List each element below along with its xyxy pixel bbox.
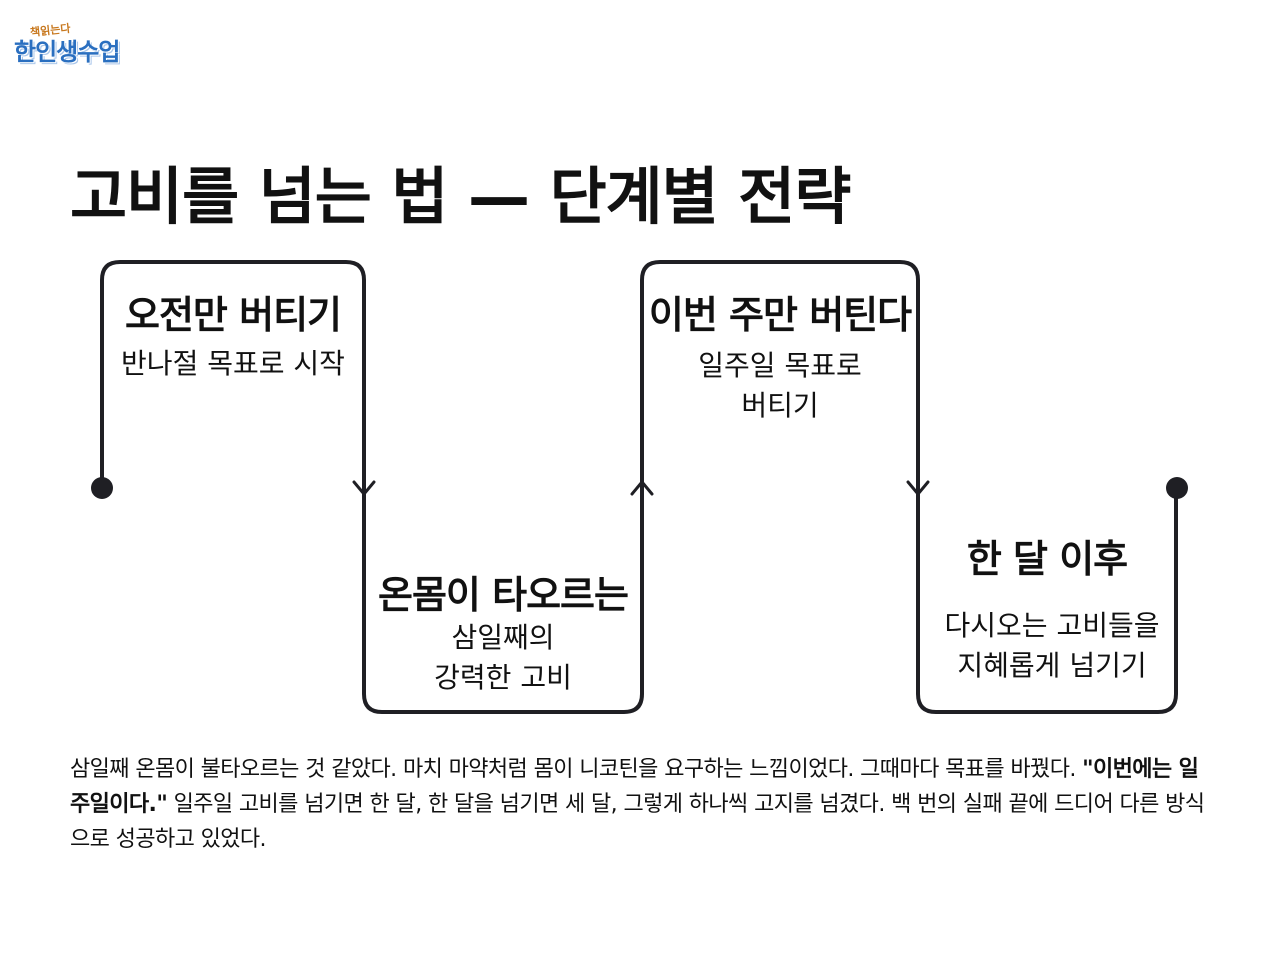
step-2-desc: 삼일째의 강력한 고비 [364, 618, 642, 698]
step-4-desc-line-2: 지혜롭게 넘기기 [957, 649, 1147, 682]
paragraph-part-1: 삼일째 온몸이 불타오르는 것 같았다. 마치 마약처럼 몸이 니코틴을 요구하… [70, 757, 1083, 782]
step-3-title: 이번 주만 버틴다 [648, 293, 912, 337]
logo-main-text: 한인생수업 [14, 38, 120, 66]
paragraph-emphasis: "이번에는 일주일이다." [70, 757, 1199, 817]
step-3-desc-line-2: 버티기 [741, 389, 819, 422]
flow-start-dot [91, 477, 113, 499]
step-1-title: 오전만 버티기 [125, 293, 342, 337]
arrow-up-icon [630, 480, 654, 496]
arrow-down-icon [906, 480, 930, 496]
page-title: 고비를 넘는 법 — 단계별 전략 [70, 160, 851, 233]
paragraph-part-2: 일주일 고비를 넘기면 한 달, 한 달을 넘기면 세 달, 그렇게 하나씩 고… [70, 792, 1205, 852]
step-3-desc-line-1: 일주일 목표로 [698, 349, 862, 382]
arrow-down-icon [352, 480, 376, 496]
body-paragraph: 삼일째 온몸이 불타오르는 것 같았다. 마치 마약처럼 몸이 니코틴을 요구하… [70, 752, 1210, 857]
step-4-title: 한 달 이후 [966, 537, 1128, 581]
step-1-desc-line-1: 반나절 목표로 시작 [121, 347, 345, 380]
step-3-desc: 일주일 목표로 버티기 [642, 346, 918, 426]
step-4-desc-line-1: 다시오는 고비들을 [944, 609, 1160, 642]
flow-path [100, 260, 1178, 714]
step-2-desc-line-2: 강력한 고비 [434, 661, 572, 694]
logo: 책읽는다 한인생수업 [14, 22, 124, 68]
flow-end-dot [1166, 477, 1188, 499]
step-1-desc: 반나절 목표로 시작 [102, 344, 364, 384]
step-2-title: 온몸이 타오르는 [378, 573, 629, 617]
step-4-desc: 다시오는 고비들을 지혜롭게 넘기기 [918, 606, 1186, 686]
step-2-desc-line-1: 삼일째의 [451, 621, 555, 654]
